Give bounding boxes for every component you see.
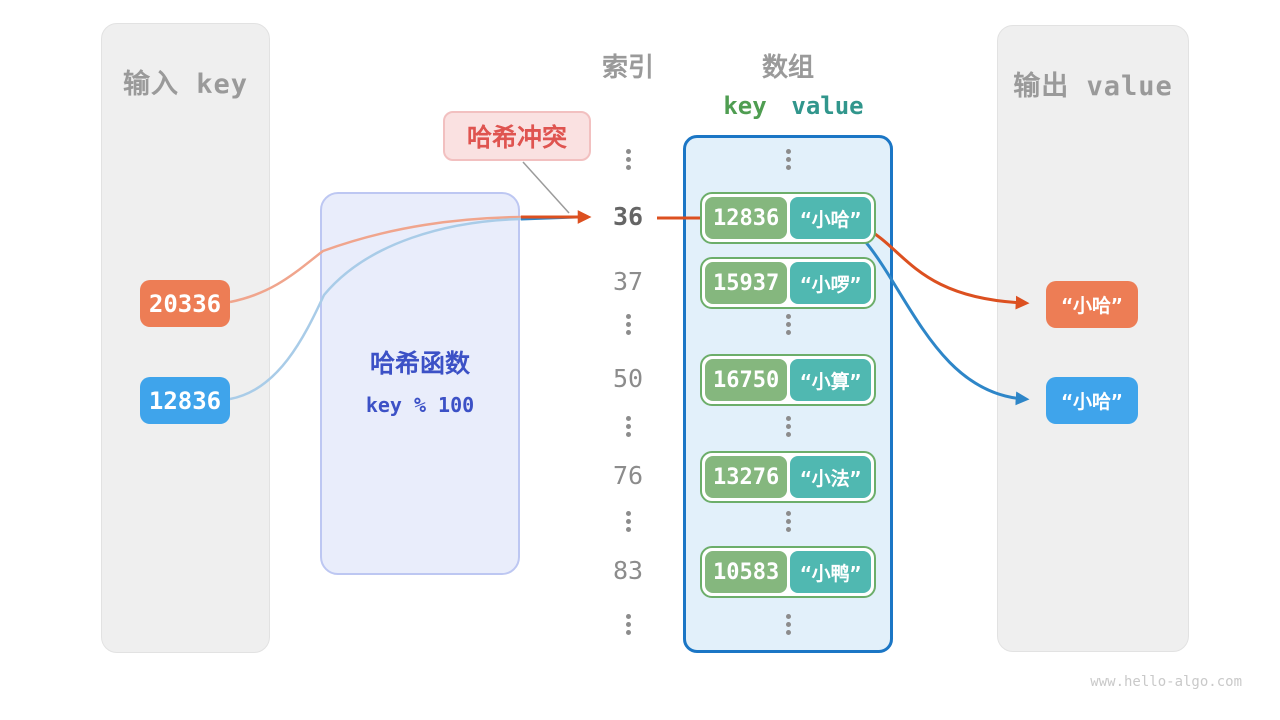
- array-row: 10583 “小鸭”: [700, 546, 876, 598]
- array-ellipsis-icon: [753, 149, 823, 170]
- index-ellipsis-icon: [593, 314, 663, 335]
- index-ellipsis-icon: [593, 416, 663, 437]
- array-ellipsis-icon: [753, 314, 823, 335]
- index-ellipsis-icon: [593, 614, 663, 635]
- array-ellipsis-icon: [753, 416, 823, 437]
- input-key-12836: 12836: [140, 377, 230, 424]
- row-key: 12836: [705, 197, 788, 239]
- row-value: “小鸭”: [790, 551, 871, 593]
- array-column-header: 数组: [761, 53, 814, 83]
- array-key-header: key: [723, 92, 767, 120]
- row-value: “小哈”: [790, 197, 871, 239]
- array-ellipsis-icon: [753, 511, 823, 532]
- array-row: 13276 “小法”: [700, 451, 876, 503]
- array-value-header: value: [791, 92, 864, 120]
- array-row: 15937 “小啰”: [700, 257, 876, 309]
- array-row: 12836 “小哈”: [700, 192, 876, 244]
- row-key: 16750: [705, 359, 788, 401]
- row-key: 10583: [705, 551, 788, 593]
- hash-function-box: [320, 192, 520, 575]
- output-value-blue: “小哈”: [1046, 377, 1138, 424]
- row-key: 15937: [705, 262, 788, 304]
- array-ellipsis-icon: [753, 614, 823, 635]
- output-value-panel-title: 输出 value: [1013, 71, 1173, 102]
- row-value: “小啰”: [790, 262, 871, 304]
- output-value-panel: 输出 value: [997, 25, 1189, 652]
- watermark: www.hello-algo.com: [1090, 674, 1242, 690]
- input-key-panel-title: 输入 key: [122, 69, 249, 100]
- index-50: 50: [612, 364, 644, 393]
- curve-blue-junction: [520, 215, 577, 221]
- row-value: “小法”: [790, 456, 871, 498]
- index-36: 36: [612, 202, 644, 231]
- index-ellipsis-icon: [593, 149, 663, 170]
- hash-collision-label: 哈希冲突: [443, 111, 591, 161]
- row-value: “小算”: [790, 359, 871, 401]
- index-83: 83: [612, 556, 644, 585]
- index-column-header: 索引: [601, 53, 654, 83]
- index-76: 76: [612, 461, 644, 490]
- row-key: 13276: [705, 456, 788, 498]
- output-value-orange: “小哈”: [1046, 281, 1138, 328]
- input-key-panel: 输入 key: [101, 23, 270, 653]
- collision-label-connector: [522, 161, 570, 214]
- index-ellipsis-icon: [593, 511, 663, 532]
- index-37: 37: [612, 267, 644, 296]
- input-key-20336: 20336: [140, 280, 230, 327]
- array-row: 16750 “小算”: [700, 354, 876, 406]
